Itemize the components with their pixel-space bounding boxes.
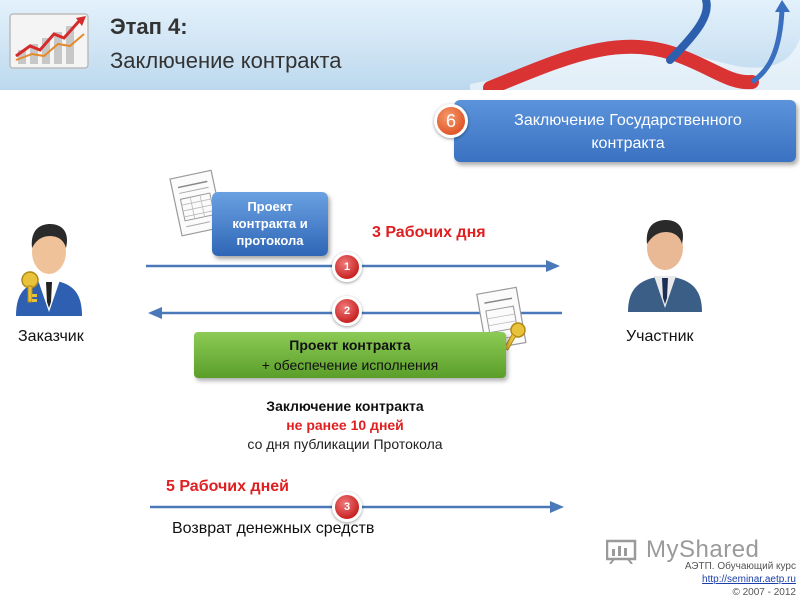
customer-label: Заказчик: [18, 328, 84, 345]
participant-person-icon: [628, 220, 702, 312]
conclusion-text: Заключение контракта не ранее 10 дней со…: [200, 397, 490, 454]
footer-copyright: © 2007 - 2012: [732, 587, 796, 598]
return-funds-label: Возврат денежных средств: [172, 520, 375, 537]
customer-person-icon: [16, 224, 82, 316]
conclusion-line3: со дня публикации Протокола: [247, 436, 443, 452]
step6-number-badge: 6: [434, 104, 468, 138]
contract-protocol-box: Проект контракта и протокола: [212, 192, 328, 256]
stage-title: Этап 4:: [110, 14, 188, 39]
step6-line1: Заключение Государственного: [514, 112, 742, 129]
contract-protocol-line3: протокола: [236, 233, 304, 248]
myshared-logo-icon: [606, 539, 637, 564]
decorative-swoosh: [470, 0, 800, 90]
step-badge-3: 3: [332, 492, 362, 522]
contract-protocol-line1: Проект: [247, 199, 293, 214]
chart-icon: [9, 13, 89, 69]
contract-security-line2: + обеспечение исполнения: [261, 357, 439, 373]
contract-protocol-line2: контракта и: [232, 216, 308, 231]
participant-label: Участник: [626, 328, 694, 345]
step-badge-1: 1: [332, 252, 362, 282]
step6-box: 6 Заключение Государственного контракта: [434, 100, 796, 162]
step6-text: Заключение Государственного контракта: [478, 109, 778, 155]
myshared-watermark: MyShared: [646, 536, 760, 563]
footer-credits: АЭТП. Обучающий курс http://seminar.aetp…: [685, 560, 796, 599]
conclusion-line1: Заключение контракта: [266, 398, 424, 414]
footer-link[interactable]: http://seminar.aetp.ru: [702, 574, 796, 585]
contract-security-box: Проект контракта + обеспечение исполнени…: [194, 332, 506, 378]
footer-course: АЭТП. Обучающий курс: [684, 561, 796, 572]
header-banner: Этап 4: Заключение контракта: [0, 0, 800, 90]
step-badge-2: 2: [332, 296, 362, 326]
conclusion-line2: не ранее 10 дней: [286, 417, 404, 433]
contract-security-line1: Проект контракта: [289, 337, 411, 353]
days-5-label: 5 Рабочих дней: [166, 478, 289, 495]
days-3-label: 3 Рабочих дня: [372, 224, 486, 241]
step6-line2: контракта: [591, 135, 665, 152]
page-title: Заключение контракта: [110, 48, 342, 73]
